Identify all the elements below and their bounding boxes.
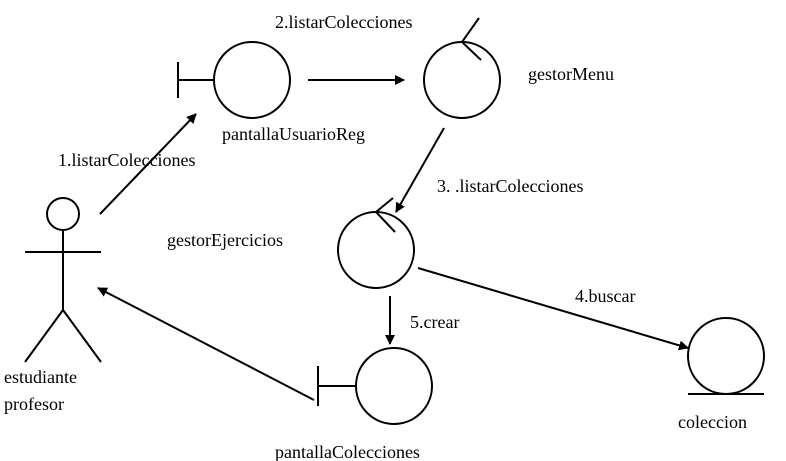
entity-coleccion: coleccion [678,317,765,432]
arrow-msg-4 [417,267,689,351]
arrow-msg-3 [395,127,445,213]
boundary-pantalla-usuario-reg: pantallaUsuarioReg [177,41,365,144]
actor-label-line2: profesor [4,394,64,414]
boundary-pantalla-colecciones: pantallaColecciones [275,347,433,461]
label-pantalla-usuario-reg: pantallaUsuarioReg [222,124,365,144]
message-label-1: 1.listarColecciones [58,150,195,170]
arrow-msg-1 [99,113,197,215]
actor-estudiante-profesor: estudiante profesor [4,197,102,414]
control-gestor-menu: gestorMenu [423,17,614,119]
message-label-5: 5.crear [410,312,459,332]
control-gestor-ejercicios: gestorEjercicios [167,197,415,289]
message-label-4: 4.buscar [575,286,635,306]
message-label-3: 3. .listarColecciones [437,176,583,196]
label-coleccion: coleccion [678,412,747,432]
actor-label-line1: estudiante [4,367,77,387]
message-label-2: 2.listarColecciones [275,12,412,32]
arrow-msg-6 [97,287,315,401]
label-pantalla-colecciones: pantallaColecciones [275,442,420,461]
label-gestor-ejercicios: gestorEjercicios [167,230,283,250]
label-gestor-menu: gestorMenu [528,64,614,84]
